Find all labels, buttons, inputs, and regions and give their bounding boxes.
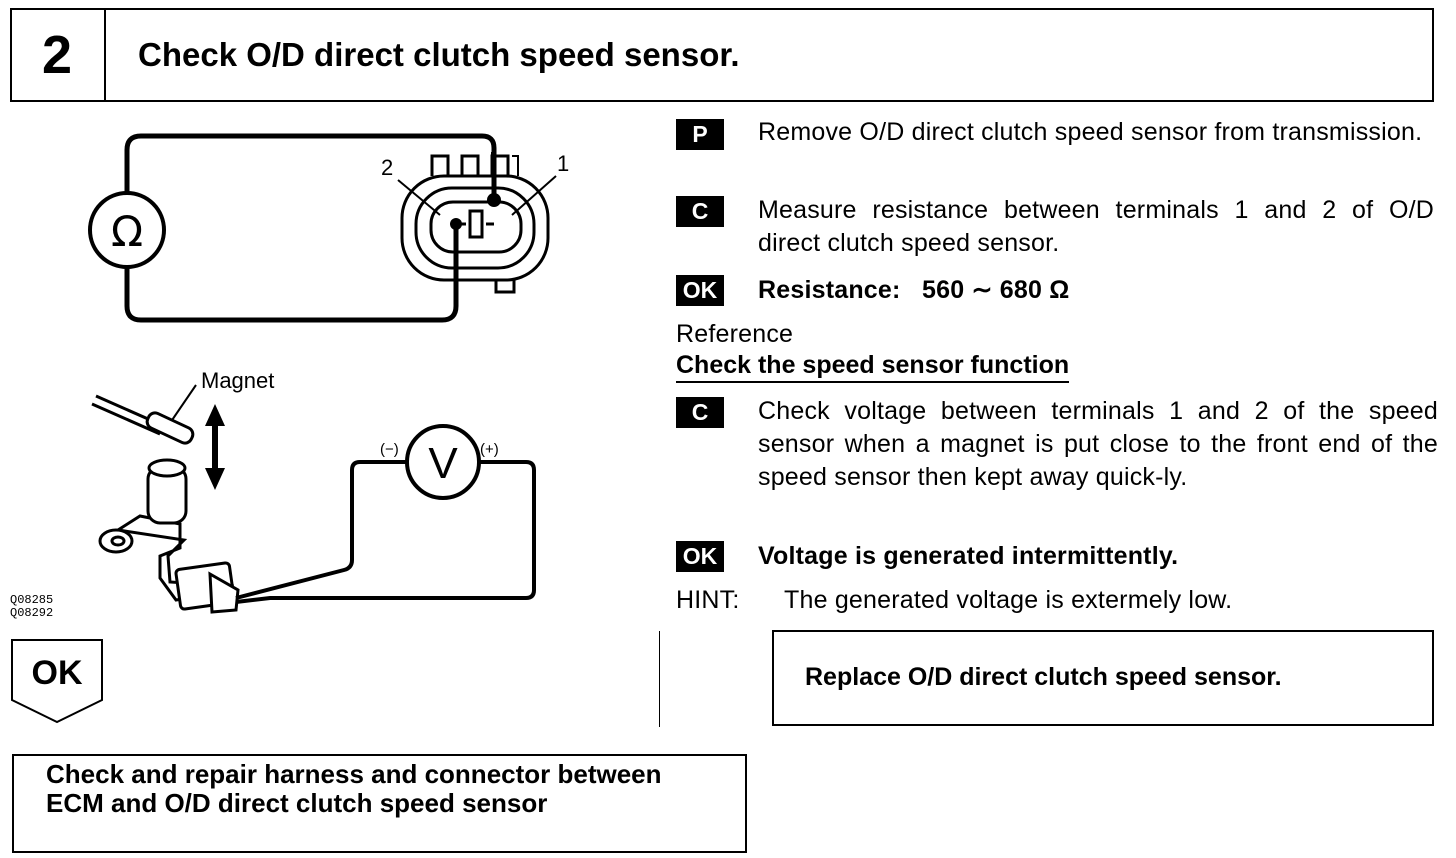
volt-symbol: V — [428, 439, 458, 488]
pin-2-label: 2 — [381, 155, 393, 180]
procedure-tag-ok: OK — [676, 275, 724, 306]
ok-action-line-2: ECM and O/D direct clutch speed sensor — [46, 788, 548, 818]
voltmeter-icon — [405, 424, 481, 500]
minus-label: (−) — [380, 441, 399, 458]
reference-heading: Check the speed sensor function — [676, 351, 1070, 383]
resistance-spec: Resistance: 560 ∼ 680 Ω — [758, 276, 1070, 304]
ok-outcome-label: OK — [32, 654, 83, 692]
ok-action-text: Check and repair harness and connector b… — [46, 760, 662, 818]
ohm-symbol: Ω — [111, 207, 143, 256]
ok-action-box — [12, 754, 747, 853]
hint-text: The generated voltage is extermely low. — [784, 586, 1233, 614]
step-header — [10, 8, 1434, 102]
reference-label: Reference — [676, 320, 794, 348]
hint-label: HINT: — [676, 586, 740, 614]
voltmeter-circuit — [235, 460, 536, 604]
reference-check-text: Check voltage between terminals 1 and 2 … — [758, 397, 1438, 491]
sensor-test-diagram: Ω 2 1 Magnet V ( — [10, 133, 660, 727]
pin-1-label: 1 — [557, 151, 569, 176]
ok-action-line-1: Check and repair harness and connector b… — [46, 759, 662, 789]
magnet-icon — [91, 394, 195, 445]
reference-tag-c: C — [676, 397, 724, 428]
ohmmeter-circuit — [124, 133, 497, 323]
reference-tag-ok: OK — [676, 541, 724, 572]
step-number: 2 — [10, 8, 106, 102]
reference-ok-text: Voltage is generated intermittently. — [758, 542, 1179, 570]
ng-action-box — [772, 630, 1434, 726]
figure-code-2: Q08292 — [10, 606, 53, 620]
plus-label: (+) — [480, 441, 499, 458]
instruction-remove: Remove O/D direct clutch speed sensor fr… — [758, 118, 1423, 146]
figure-code-1: Q08285 — [10, 593, 53, 607]
step-title: Check O/D direct clutch speed sensor. — [138, 36, 740, 73]
magnet-label: Magnet — [201, 368, 274, 393]
procedure-tag-p: P — [676, 119, 724, 150]
ohmmeter-icon — [88, 191, 166, 269]
ng-action-text: Replace O/D direct clutch speed sensor. — [805, 663, 1282, 691]
procedure-tag-c: C — [676, 196, 724, 227]
connector-icon — [400, 152, 550, 294]
speed-sensor-icon — [98, 458, 240, 614]
double-arrow-icon — [205, 404, 225, 490]
ok-outcome-marker — [11, 639, 103, 724]
instruction-measure: Measure resistance between terminals 1 a… — [758, 196, 1434, 257]
